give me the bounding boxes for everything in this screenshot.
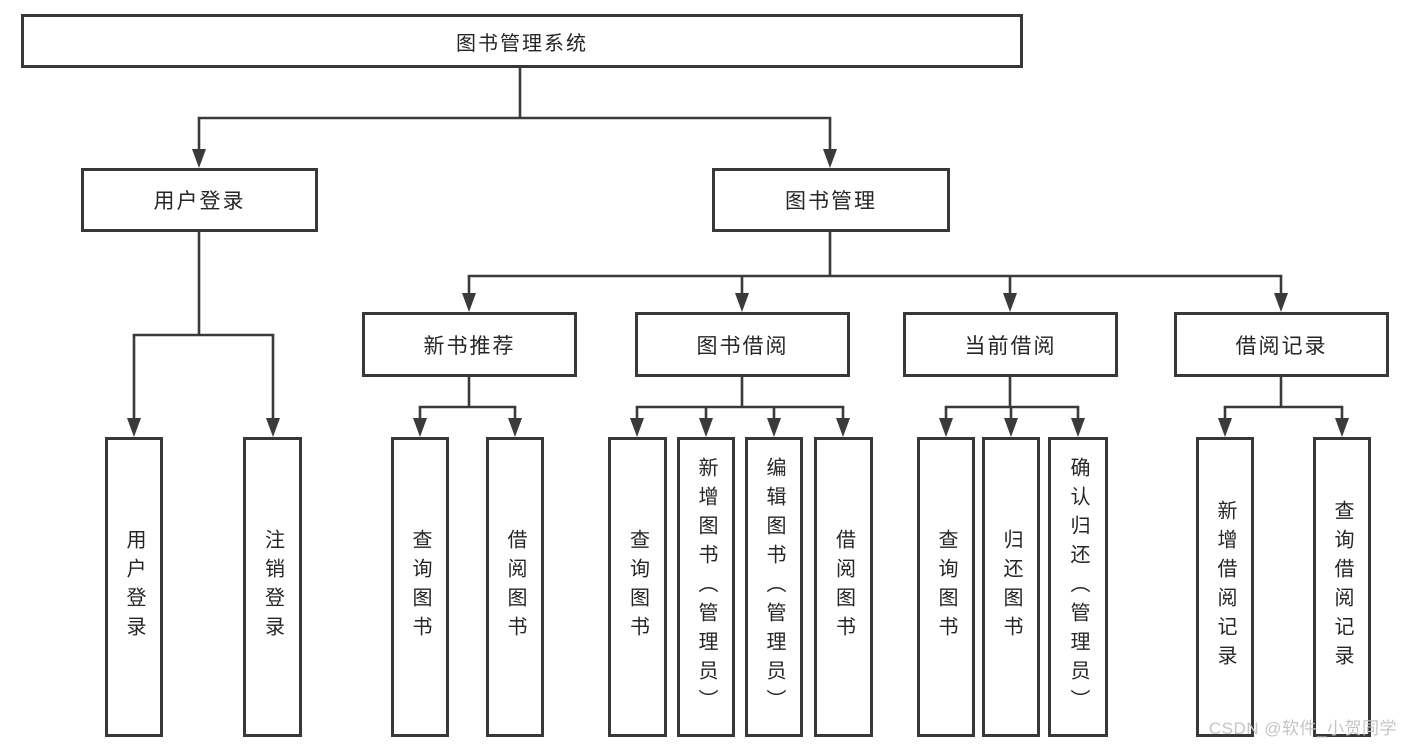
node-book-borrow-label: 图书借阅 xyxy=(696,334,789,358)
leaf-return-book: 归还图书 xyxy=(982,437,1040,737)
leaf-add-book-admin-label: 新增图书（管理员） xyxy=(695,456,717,718)
connector-book-borrow-to-leaves xyxy=(630,377,850,437)
node-root-label: 图书管理系统 xyxy=(456,32,588,55)
connector-root-to-level2 xyxy=(192,68,837,168)
leaf-add-book-admin: 新增图书（管理员） xyxy=(677,437,735,737)
leaf-return-book-label: 归还图书 xyxy=(1000,529,1022,645)
leaf-borrow-query-book: 查询图书 xyxy=(608,437,667,737)
leaf-logout: 注销登录 xyxy=(243,437,302,737)
leaf-edit-book-admin-label: 编辑图书（管理员） xyxy=(763,456,785,718)
node-current-borrow-label: 当前借阅 xyxy=(964,334,1057,358)
leaf-newrec-query-book-label: 查询图书 xyxy=(409,529,431,645)
leaf-query-borrow-record: 查询借阅记录 xyxy=(1313,437,1371,737)
leaf-borrow-borrow-book: 借阅图书 xyxy=(814,437,873,737)
leaf-newrec-borrow-book: 借阅图书 xyxy=(486,437,544,737)
watermark: CSDN @软件_小贺同学 xyxy=(1208,719,1397,738)
leaf-borrow-borrow-book-label: 借阅图书 xyxy=(832,529,855,645)
leaf-add-borrow-record-label: 新增借阅记录 xyxy=(1214,500,1236,674)
leaf-newrec-query-book: 查询图书 xyxy=(391,437,449,737)
node-root: 图书管理系统 xyxy=(21,14,1023,68)
node-user-login: 用户登录 xyxy=(81,168,318,232)
connector-new-book-to-leaves xyxy=(413,377,522,437)
leaf-add-borrow-record: 新增借阅记录 xyxy=(1196,437,1254,737)
leaf-edit-book-admin: 编辑图书（管理员） xyxy=(745,437,803,737)
node-borrow-records: 借阅记录 xyxy=(1174,312,1389,377)
node-current-borrow: 当前借阅 xyxy=(903,312,1118,377)
leaf-current-query-book-label: 查询图书 xyxy=(935,529,957,645)
node-book-management: 图书管理 xyxy=(712,168,950,232)
leaf-user-login-label: 用户登录 xyxy=(123,529,145,645)
node-new-book-recommend-label: 新书推荐 xyxy=(423,334,516,358)
leaf-logout-label: 注销登录 xyxy=(261,529,284,645)
node-new-book-recommend: 新书推荐 xyxy=(362,312,577,377)
connector-book-management-to-level3 xyxy=(462,232,1288,312)
leaf-query-borrow-record-label: 查询借阅记录 xyxy=(1331,500,1353,674)
leaf-user-login: 用户登录 xyxy=(105,437,163,737)
node-borrow-records-label: 借阅记录 xyxy=(1235,334,1328,358)
node-user-login-label: 用户登录 xyxy=(153,190,246,213)
leaf-current-query-book: 查询图书 xyxy=(917,437,975,737)
leaf-confirm-return-admin: 确认归还（管理员） xyxy=(1048,437,1108,737)
leaf-confirm-return-admin-label: 确认归还（管理员） xyxy=(1067,456,1089,718)
node-book-borrow: 图书借阅 xyxy=(635,312,850,377)
leaf-newrec-borrow-book-label: 借阅图书 xyxy=(504,529,526,645)
connector-borrow-records-to-leaves xyxy=(1218,377,1349,437)
connector-current-borrow-to-leaves xyxy=(939,377,1085,437)
connector-user-login-to-leaves xyxy=(127,232,280,437)
node-book-management-label: 图书管理 xyxy=(785,190,877,213)
leaf-borrow-query-book-label: 查询图书 xyxy=(626,529,649,645)
